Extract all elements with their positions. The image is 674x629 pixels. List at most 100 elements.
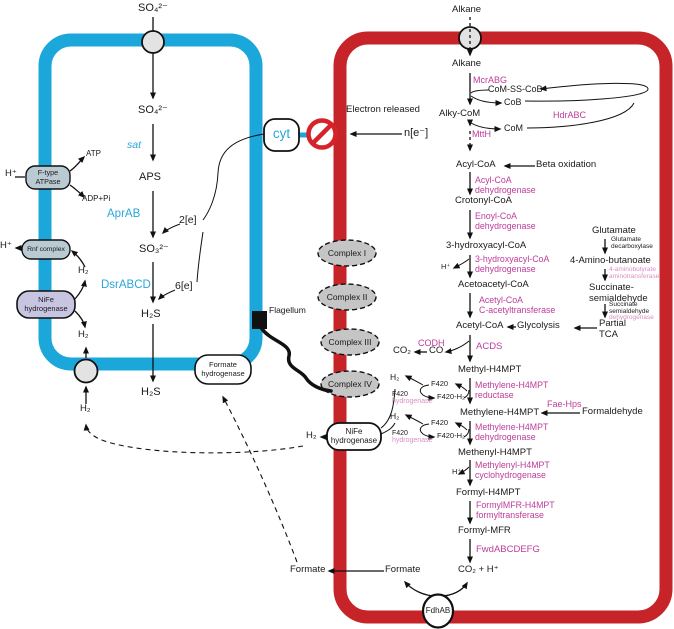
label-alky-com: Alky-CoM	[439, 108, 481, 119]
enzyme-acds: ACDS	[476, 341, 503, 352]
label-alkane-in: Alkane	[452, 58, 482, 69]
cyt-shape	[263, 118, 300, 152]
label-2-electrons: 2[e]	[179, 214, 197, 226]
label-proton-ftype: H⁺	[5, 168, 17, 179]
label-f420b-h2: H₂	[390, 411, 400, 421]
enzyme-formyltransferase: FormylMFR-H4MPT formyltransferase	[476, 500, 555, 520]
enzyme-methylenyl-cyclohydrogenase: Methylenyl-H4MPT cyclohydrogenase	[475, 460, 550, 480]
label-co2-mid: CO₂	[393, 345, 411, 356]
label-acetyl-coa: Acetyl-CoA	[456, 320, 504, 331]
label-succinate-semialdehyde: Succinate- semialdehyde	[589, 282, 648, 304]
enzyme-succinate-dh: dehydrogenase	[609, 314, 654, 321]
label-co: CO	[429, 345, 444, 356]
label-methenyl-h4mpt: Methenyl-H4MPT	[458, 447, 532, 458]
enzyme-f420a-hydrogenase: hydrogenase	[392, 398, 433, 405]
label-cyt: cyt	[272, 126, 291, 142]
label-nife-hydrogenase-left: NiFe hydrogenase	[24, 295, 68, 313]
label-f420a-h2red: F420-H₂	[437, 392, 465, 401]
alkane-pathway-arrows	[327, 17, 649, 597]
enzyme-succinate-semialdehyde: Succinate semialdehyde	[609, 301, 650, 316]
label-f420a-h2: H₂	[390, 372, 400, 382]
label-sulfate-in: SO₄²⁻	[138, 104, 168, 116]
label-proton-a: H⁺	[441, 262, 451, 271]
label-complex-4: Complex IV	[328, 378, 372, 389]
label-acyl-coa: Acyl-CoA	[456, 159, 496, 170]
label-ftype-atpase: F-type ATPase	[35, 168, 61, 186]
label-f420a: F420	[431, 379, 449, 388]
enzyme-f420b-hydrogenase: hydrogenase	[392, 437, 433, 444]
complex-1-shape	[317, 239, 377, 267]
label-formyl-mfr: Formyl-MFR	[458, 525, 511, 536]
label-formate-in: Formate	[385, 564, 421, 575]
label-f420b: F420	[431, 418, 449, 427]
enzyme-fwdabcdefg: FwdABCDEFG	[476, 544, 540, 555]
enzyme-mtth: MttH	[472, 129, 491, 139]
complex-3-shape	[320, 328, 380, 356]
enzyme-f420a-name: F420	[392, 391, 408, 398]
nife-hydrogenase-right-shape	[326, 422, 382, 451]
label-nife-hydrogenase-right: NiFe hydrogenase	[330, 426, 378, 445]
label-6-electrons: 6[e]	[175, 280, 193, 292]
label-proton-b: H⁺	[452, 467, 462, 476]
label-h2s-in: H₂S	[141, 308, 161, 320]
enzyme-sat: sat	[127, 139, 142, 151]
label-beta-oxidation: Beta oxidation	[536, 159, 597, 170]
label-formate-out: Formate	[290, 564, 326, 575]
label-complex-3: Complex III	[328, 336, 372, 347]
label-sulfite: SO₃²⁻	[139, 243, 169, 255]
label-glycolysis: Glycolysis	[517, 320, 560, 331]
label-com: CoM	[504, 123, 524, 133]
enzyme-hdrabc: HdrABC	[553, 110, 587, 120]
label-3-hydroxyacyl-coa: 3-hydroxyacyl-CoA	[446, 240, 527, 251]
flagellum-icon	[252, 311, 333, 393]
label-4-amino-butanoate: 4-Amino-butanoate	[570, 255, 651, 266]
enzyme-methylene-dh: Methylene-H4MPT dehydrogenase	[475, 422, 549, 442]
ftype-atpase-shape	[25, 165, 71, 190]
label-acetoacetyl-coa: Acetoacetyl-CoA	[458, 279, 529, 290]
prohibition-icon	[306, 118, 338, 150]
enzyme-mcrabg: McrABG	[473, 75, 508, 85]
label-glutamate: Glutamate	[592, 225, 636, 236]
cyt-electron-curves	[157, 133, 265, 301]
complex-2-shape	[317, 283, 377, 311]
enzyme-methylene-reductase: Methylene-H4MPT reductase	[475, 380, 549, 400]
rnf-complex-shape	[21, 239, 71, 260]
enzyme-aprab: AprAB	[107, 208, 141, 220]
label-cob: CoB	[504, 97, 522, 107]
label-h2s-out: H₂S	[141, 386, 161, 398]
label-methylene-h4mpt: Methylene-H4MPT	[460, 407, 540, 418]
label-rnf-complex: Rnf complex	[27, 245, 65, 253]
label-h2-shuttle: H₂	[306, 430, 317, 441]
respiratory-complexes	[317, 239, 380, 398]
fdhab-shape	[421, 593, 455, 629]
shuttle-dashed-arrows	[83, 395, 304, 563]
enzyme-codh: CODH	[418, 338, 445, 348]
enzyme-acyl-coa-dh: Acyl-CoA dehydrogenase	[475, 175, 536, 195]
label-co2-proton: CO₂ + H⁺	[458, 564, 499, 575]
label-com-ss-cob: CoM-SS-CoB	[488, 84, 543, 94]
label-aps: APS	[139, 171, 162, 183]
label-fdhab: FdhAB	[425, 605, 451, 615]
label-h2-out: H₂	[80, 403, 91, 414]
label-complex-1: Complex I	[327, 247, 367, 258]
enzyme-3-hydroxyacyl-dh: 3-hydroxyacyl-CoA dehydrogenase	[475, 254, 550, 274]
label-formate-hydrogenase: Formate hydrogenase	[201, 360, 245, 378]
label-methyl-h4mpt: Methyl-H4MPT	[458, 364, 522, 375]
label-h2-rnf: H₂	[78, 265, 89, 276]
label-flagellum: Flagellum	[269, 305, 306, 315]
nife-hydrogenase-left-shape	[16, 290, 76, 319]
label-adp-pi: ADP+Pi	[82, 194, 111, 203]
enzyme-f420b-name: F420	[392, 430, 408, 437]
label-electron-released: Electron released	[346, 104, 420, 115]
formate-hydrogenase-shape	[194, 354, 252, 385]
enzyme-dsrabcd: DsrABCD	[101, 279, 151, 291]
label-n-electrons: n[e⁻]	[404, 127, 429, 139]
label-crotonyl-coa: Crotonyl-CoA	[455, 195, 513, 206]
h2-transporter-icon	[73, 358, 99, 384]
enzyme-aminotransferase: 4-aminobutyrate aminotransferase	[609, 266, 660, 281]
enzyme-fae-hps: Fae-Hps	[547, 399, 582, 409]
label-sulfate-out: SO₄²⁻	[138, 2, 168, 14]
label-proton-rnf: H⁺	[0, 240, 12, 251]
